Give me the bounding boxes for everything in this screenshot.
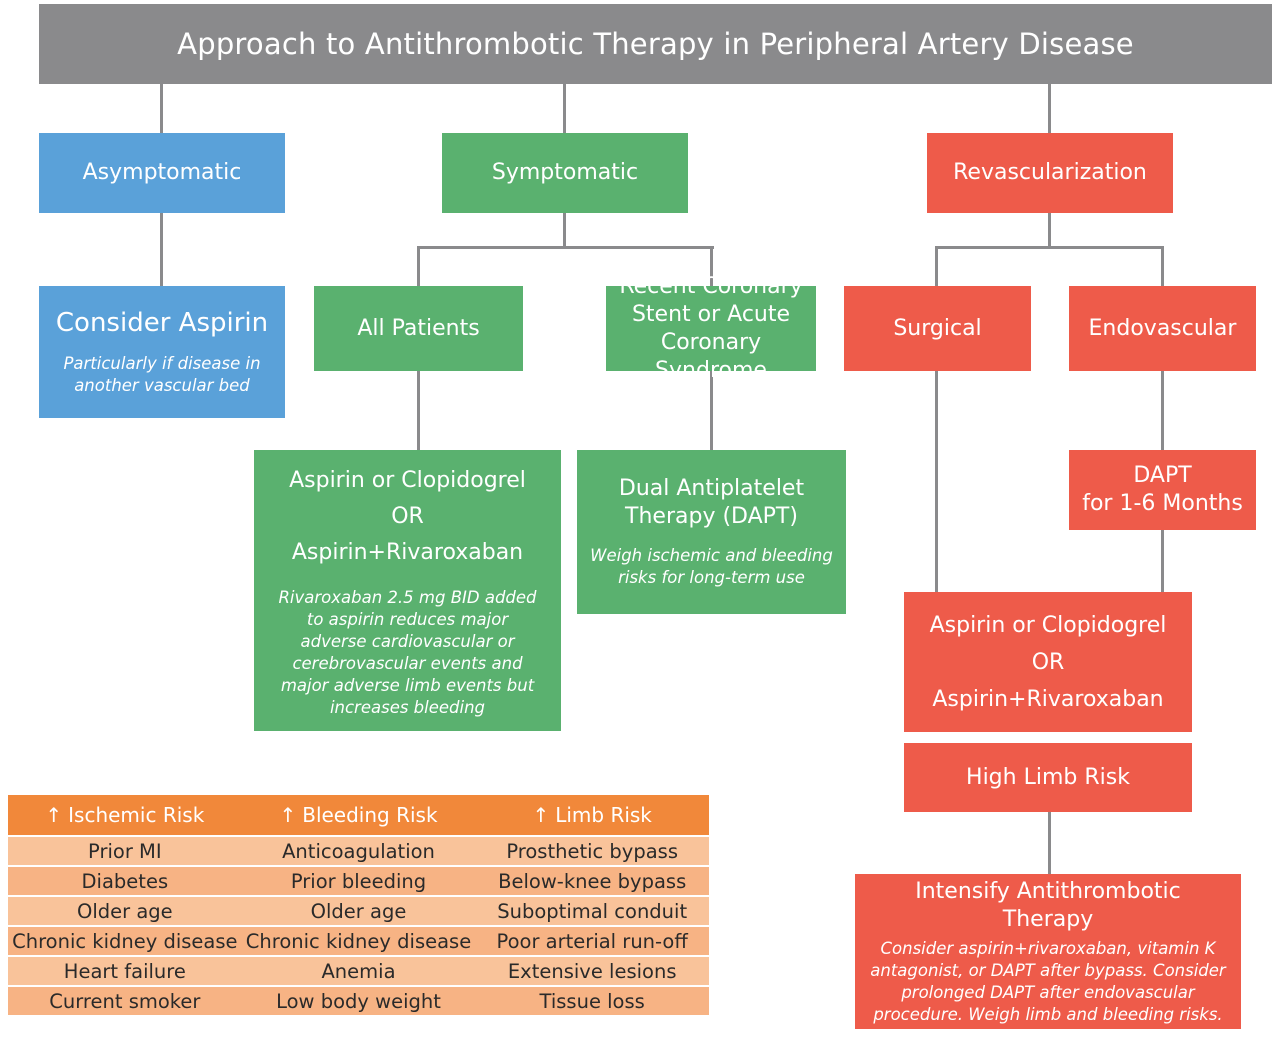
high-limb-risk-box: High Limb Risk — [904, 743, 1192, 812]
header-label: Bleeding Risk — [302, 803, 438, 827]
consider-aspirin-note: Particularly if disease in another vascu… — [63, 354, 261, 395]
table-cell: Below-knee bypass — [498, 869, 687, 893]
table-cell: Current smoker — [49, 989, 201, 1013]
connector — [417, 371, 420, 451]
revasc-therapy-option-1: Aspirin or Clopidogrel — [929, 612, 1167, 638]
therapy-note: Rivaroxaban 2.5 mg BID added to aspirin … — [278, 587, 537, 717]
connector — [935, 246, 1164, 249]
table-cell: Anticoagulation — [282, 839, 435, 863]
table-row: Older age Older age Suboptimal conduit — [8, 897, 709, 925]
connector — [1048, 213, 1051, 247]
table-cell: Poor arterial run-off — [496, 929, 688, 953]
up-arrow-icon: ↑ — [45, 803, 63, 827]
dapt-months-line1: DAPT — [1133, 463, 1192, 488]
table-cell: Heart failure — [63, 959, 186, 983]
table-cell: Diabetes — [81, 869, 169, 893]
intensify-note: Consider aspirin+rivaroxaban, vitamin K … — [870, 938, 1226, 1024]
revascularization-box: Revascularization — [927, 133, 1173, 213]
connector — [563, 213, 566, 247]
header-label: Ischemic Risk — [68, 803, 205, 827]
table-row: Diabetes Prior bleeding Below-knee bypas… — [8, 867, 709, 895]
dapt-months-box: DAPT for 1-6 Months — [1069, 450, 1256, 530]
consider-aspirin-title: Consider Aspirin — [55, 308, 269, 338]
revascularization-label: Revascularization — [953, 160, 1147, 185]
aspirin-clopidogrel-box: Aspirin or Clopidogrel OR Aspirin+Rivaro… — [254, 450, 561, 731]
table-cell: Low body weight — [276, 989, 441, 1013]
dapt-note: Weigh ischemic and bleeding risks for lo… — [590, 546, 833, 587]
table-cell: Extensive lesions — [507, 959, 677, 983]
dapt-box: Dual Antiplatelet Therapy (DAPT) Weigh i… — [577, 450, 846, 614]
asymptomatic-box: Asymptomatic — [39, 133, 285, 213]
recent-coronary-box: Recent Coronary Stent or Acute Coronary … — [606, 274, 816, 383]
page-title: Approach to Antithrombotic Therapy in Pe… — [177, 27, 1134, 61]
connector — [935, 246, 938, 287]
revasc-therapy-box: Aspirin or Clopidogrel OR Aspirin+Rivaro… — [904, 592, 1192, 732]
table-row: Prior MI Anticoagulation Prosthetic bypa… — [8, 837, 709, 865]
all-patients-box: All Patients — [314, 286, 523, 371]
table-cell: Tissue loss — [539, 989, 645, 1013]
connector — [1048, 812, 1051, 875]
table-cell: Prosthetic bypass — [506, 839, 678, 863]
connector — [710, 246, 713, 287]
consider-aspirin-box: Consider Aspirin Particularly if disease… — [39, 286, 285, 418]
high-limb-risk-label: High Limb Risk — [966, 764, 1130, 790]
all-patients-label: All Patients — [357, 315, 480, 341]
up-arrow-icon: ↑ — [532, 803, 550, 827]
table-row: Chronic kidney disease Chronic kidney di… — [8, 927, 709, 955]
connector — [710, 371, 713, 451]
revasc-therapy-or: OR — [1031, 649, 1065, 675]
table-cell: Prior bleeding — [290, 869, 427, 893]
surgical-box: Surgical — [844, 286, 1031, 371]
intensify-box: Intensify Antithrombotic Therapy Conside… — [855, 874, 1241, 1029]
connector — [935, 371, 938, 593]
table-cell: Anemia — [321, 959, 396, 983]
risk-factors-table: ↑ Ischemic Risk ↑ Bleeding Risk ↑ Limb R… — [8, 795, 709, 1015]
ischemic-risk-header: ↑ Ischemic Risk — [8, 795, 242, 835]
connector — [417, 246, 420, 287]
title-bar: Approach to Antithrombotic Therapy in Pe… — [39, 4, 1272, 84]
table-cell: Older age — [310, 899, 407, 923]
limb-risk-header: ↑ Limb Risk — [475, 795, 709, 835]
risk-table-header: ↑ Ischemic Risk ↑ Bleeding Risk ↑ Limb R… — [8, 795, 709, 835]
connector — [1161, 246, 1164, 287]
connector — [160, 213, 163, 287]
symptomatic-box: Symptomatic — [442, 133, 688, 213]
endovascular-box: Endovascular — [1069, 286, 1256, 371]
table-cell: Prior MI — [88, 839, 162, 863]
header-label: Limb Risk — [555, 803, 652, 827]
table-cell: Chronic kidney disease — [245, 929, 472, 953]
therapy-option-2: Aspirin+Rivaroxaban — [291, 539, 524, 565]
connector — [1161, 530, 1164, 593]
bleeding-risk-header: ↑ Bleeding Risk — [242, 795, 476, 835]
asymptomatic-label: Asymptomatic — [82, 160, 242, 185]
connector — [160, 84, 163, 134]
table-row: Heart failure Anemia Extensive lesions — [8, 957, 709, 985]
connector — [1161, 371, 1164, 451]
connector — [417, 246, 714, 249]
table-cell: Older age — [76, 899, 173, 923]
symptomatic-label: Symptomatic — [491, 160, 639, 185]
surgical-label: Surgical — [893, 315, 982, 341]
connector — [563, 84, 566, 134]
endovascular-label: Endovascular — [1088, 315, 1237, 341]
dapt-title: Dual Antiplatelet Therapy (DAPT) — [618, 476, 805, 529]
revasc-therapy-option-2: Aspirin+Rivaroxaban — [932, 686, 1164, 712]
therapy-or: OR — [391, 503, 424, 529]
therapy-option-1: Aspirin or Clopidogrel — [289, 467, 526, 493]
table-row: Current smoker Low body weight Tissue lo… — [8, 987, 709, 1015]
table-cell: Suboptimal conduit — [497, 899, 688, 923]
up-arrow-icon: ↑ — [279, 803, 297, 827]
connector — [1048, 84, 1051, 134]
recent-coronary-label: Recent Coronary Stent or Acute Coronary … — [619, 273, 803, 383]
table-cell: Chronic kidney disease — [12, 929, 238, 953]
dapt-months-line2: for 1-6 Months — [1082, 491, 1243, 516]
intensify-title: Intensify Antithrombotic Therapy — [915, 878, 1181, 932]
